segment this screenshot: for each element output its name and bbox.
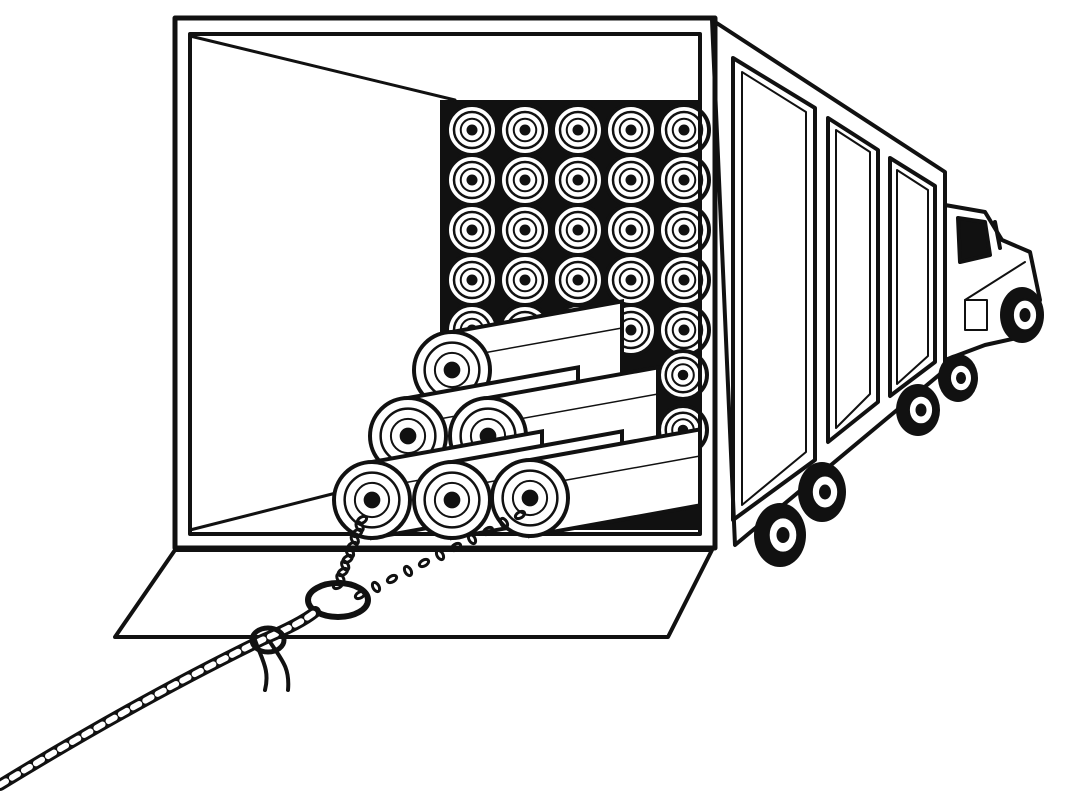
side-panel-1-inner xyxy=(741,71,807,506)
cab-step xyxy=(964,299,988,331)
side-panel-3 xyxy=(888,156,937,398)
rope-knot xyxy=(249,625,287,655)
wheel xyxy=(938,354,978,402)
stacked-roll xyxy=(551,203,605,257)
cab-mirror xyxy=(993,220,1002,250)
stacked-roll xyxy=(604,253,658,307)
stacked-roll xyxy=(604,103,658,157)
rope-twist xyxy=(0,609,318,788)
stacked-roll xyxy=(498,203,552,257)
stacked-roll xyxy=(498,153,552,207)
rolls-pyramid xyxy=(332,299,702,541)
side-panel-1 xyxy=(731,56,817,522)
pull-ring xyxy=(305,580,371,620)
roll-end xyxy=(412,460,492,540)
stacked-roll xyxy=(445,253,499,307)
stacked-roll xyxy=(604,203,658,257)
stacked-roll xyxy=(498,103,552,157)
side-panel-3-inner xyxy=(896,169,929,385)
roll-end xyxy=(332,460,412,540)
stacked-roll xyxy=(498,253,552,307)
side-panel-2 xyxy=(826,116,880,444)
wheel xyxy=(798,462,846,522)
stacked-roll xyxy=(445,103,499,157)
stacked-roll xyxy=(551,153,605,207)
roll-end xyxy=(490,458,570,538)
rope-knot-tails xyxy=(253,638,291,692)
stacked-roll xyxy=(445,153,499,207)
wheel xyxy=(896,384,940,436)
rigging xyxy=(0,509,527,791)
trailer-interior xyxy=(188,34,457,532)
stacked-roll xyxy=(657,253,711,307)
stacked-roll xyxy=(551,103,605,157)
side-panel-2-inner xyxy=(835,129,871,429)
loading-ramp xyxy=(113,548,714,639)
cab-window xyxy=(956,216,992,264)
cab-trim-line xyxy=(964,261,1026,301)
wheel xyxy=(1000,287,1044,343)
interior-ceiling-line xyxy=(188,34,457,102)
chain-right xyxy=(353,509,527,601)
wheel xyxy=(754,503,806,567)
stacked-roll xyxy=(604,153,658,207)
interior-floor-line xyxy=(188,490,342,532)
stacked-roll xyxy=(445,203,499,257)
ramp-surface xyxy=(113,548,714,639)
lying-roll xyxy=(490,427,702,539)
wheels xyxy=(754,287,1044,567)
stacked-roll xyxy=(551,253,605,307)
